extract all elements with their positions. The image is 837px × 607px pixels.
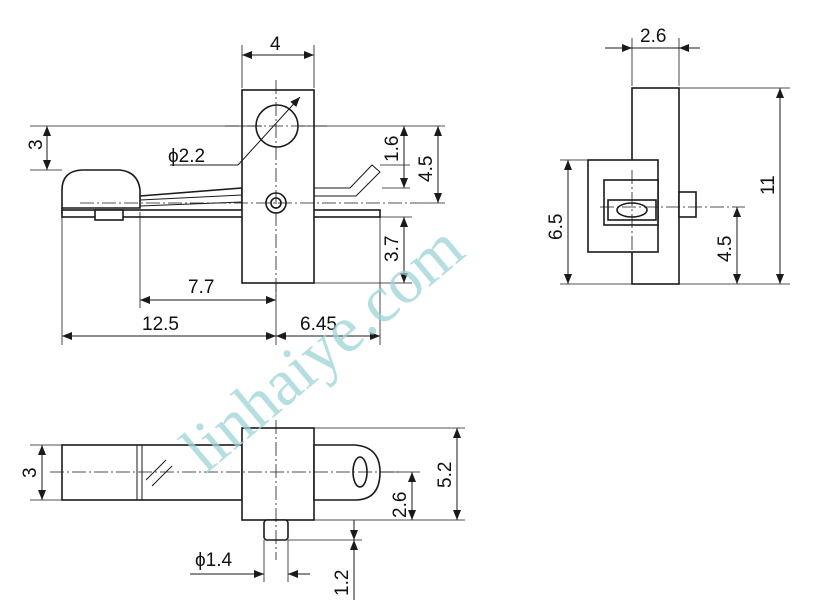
dim-left-width: 3 — [20, 467, 41, 478]
dim-left-height: 3 — [26, 139, 47, 150]
top-view: 3 5.2 2.6 ϕ1.4 1.2 — [20, 420, 465, 600]
front-view: 4 ϕ2.2 3 1.6 4.5 3.7 7.7 12.5 — [26, 34, 445, 345]
dim-upper-height: 4.5 — [416, 156, 437, 182]
dim-total-left: 12.5 — [142, 314, 179, 335]
dim-left-height: 6.5 — [546, 214, 567, 240]
top-arm — [61, 444, 243, 501]
dim-offset: 2.6 — [390, 492, 411, 518]
dim-total-width: 5.2 — [435, 462, 456, 488]
dim-total-height: 11 — [758, 175, 779, 195]
dim-pin-dia: ϕ1.4 — [195, 550, 232, 571]
side-pin — [678, 191, 697, 218]
side-view: 2.6 11 6.5 4.5 — [546, 26, 790, 285]
dim-hole-dia: ϕ2.2 — [168, 146, 205, 167]
dim-pin-height: 1.6 — [382, 136, 403, 162]
dim-pin-length: 1.2 — [332, 570, 353, 596]
dim-width: 4 — [270, 34, 281, 55]
top-block — [241, 427, 315, 521]
dim-lower-height: 3.7 — [382, 236, 403, 262]
dim-right-extent: 6.45 — [300, 314, 337, 335]
arm-line — [139, 194, 243, 201]
clip-tab — [94, 209, 124, 221]
clip-head — [61, 169, 141, 209]
dim-pin-height: 4.5 — [715, 236, 736, 262]
dim-arm-length: 7.7 — [188, 277, 214, 298]
top-spring-end — [313, 444, 381, 501]
spring-wire — [314, 164, 381, 197]
dim-top-width: 2.6 — [640, 26, 666, 47]
base-plate — [61, 209, 381, 218]
